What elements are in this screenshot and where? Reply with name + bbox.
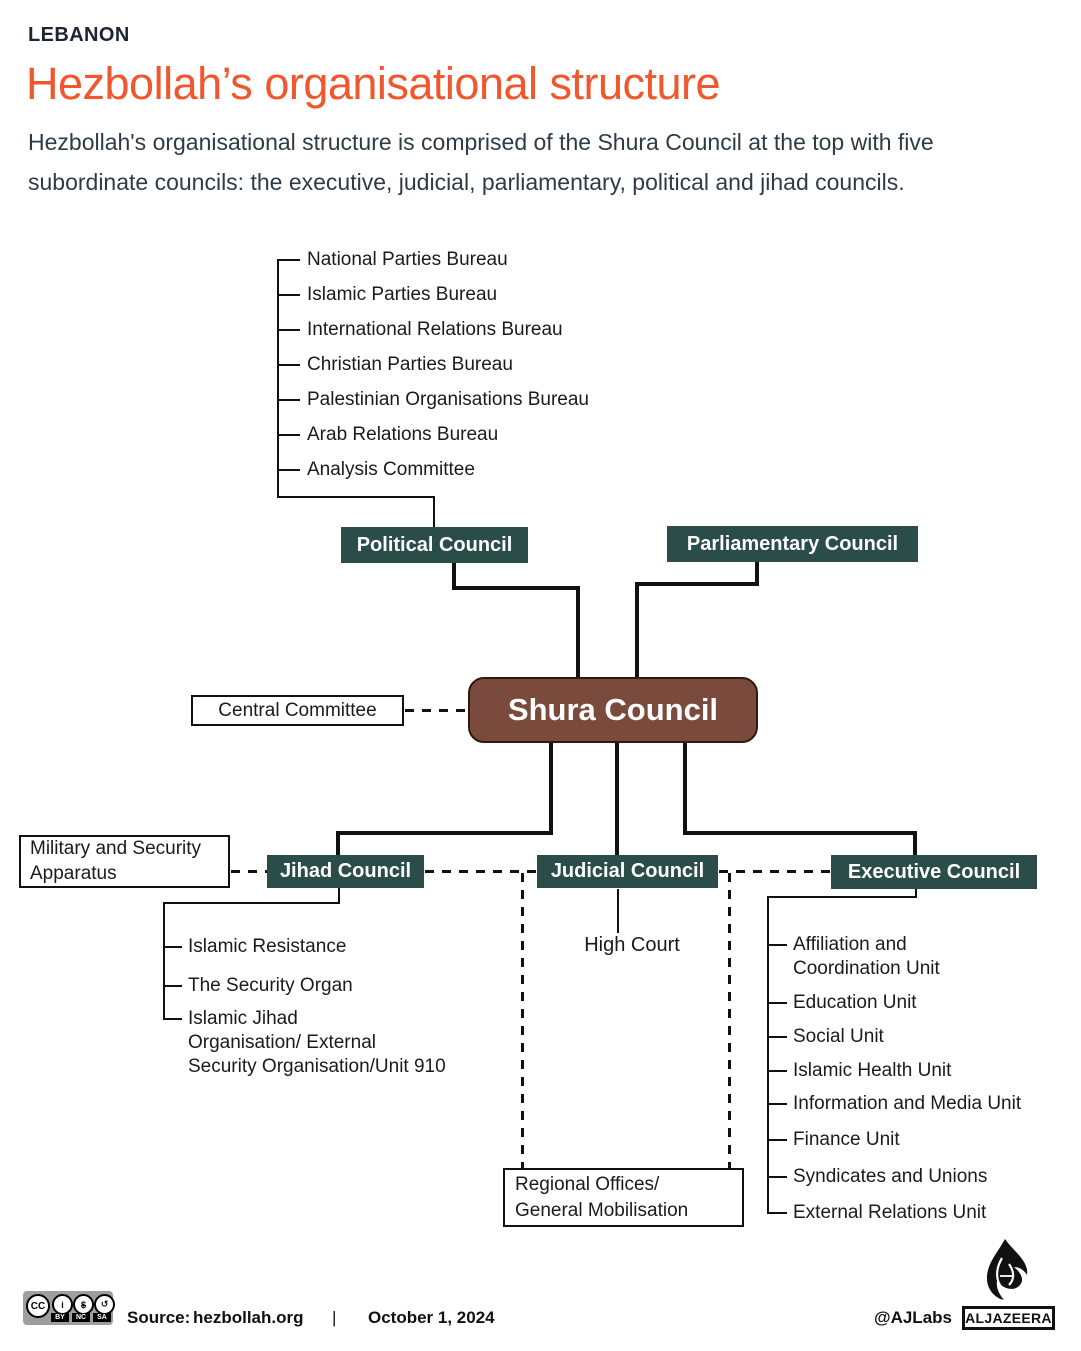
shura-executive-connector: [683, 741, 687, 835]
executive-unit-item: Social Unit: [768, 1025, 1081, 1049]
footer-separator: |: [332, 1308, 337, 1327]
aljazeera-flame-logo-icon: [986, 1239, 1028, 1300]
executive-council-box: Executive Council: [831, 855, 1037, 889]
political-shura-connector: [452, 586, 580, 590]
shura-jihad-connector: [336, 831, 340, 856]
bureau-elbow-drop-line: [433, 496, 435, 527]
cc-nc-icon: $: [73, 1294, 94, 1315]
judicial-council-box: Judicial Council: [537, 855, 718, 888]
shura-executive-connector: [913, 831, 917, 856]
bureau-item: Palestinian Organisations Bureau: [277, 388, 727, 412]
jihad-unit-item: The Security Organ: [163, 974, 518, 998]
ajlabs-credit: @AJLabs: [874, 1308, 952, 1327]
shura-council-box: Shura Council: [468, 677, 758, 743]
executive-unit-item: External Relations Unit: [768, 1201, 1081, 1225]
bureau-item: Arab Relations Bureau: [277, 423, 727, 447]
shura-jihad-connector: [549, 741, 553, 835]
bureau-item: National Parties Bureau: [277, 248, 727, 272]
cc-by-icon: i: [52, 1294, 73, 1315]
executive-unit-item: Education Unit: [768, 991, 1081, 1015]
bureau-item: International Relations Bureau: [277, 318, 727, 342]
jihad-units-spine: [163, 902, 165, 1019]
cc-sa-label: SA: [93, 1313, 111, 1322]
section-kicker: LEBANON: [28, 24, 130, 46]
cc-icon: CC: [26, 1294, 50, 1318]
executive-unit-item: Information and Media Unit: [768, 1092, 1081, 1116]
page-title: Hezbollah’s organisational structure: [26, 58, 721, 109]
central-committee-box: Central Committee: [191, 695, 404, 726]
political-shura-connector: [576, 586, 580, 678]
bureau-spine-line: [277, 259, 279, 498]
parliamentary-shura-connector: [635, 582, 759, 586]
central-committee-dashed-connector: [405, 709, 467, 712]
parliamentary-shura-connector: [635, 582, 639, 678]
executive-units-connector: [915, 889, 917, 898]
executive-units-spine: [767, 896, 769, 1214]
shura-judicial-connector: [615, 741, 619, 856]
jihad-unit-item: Islamic Jihad Organisation/ External Sec…: [163, 1007, 518, 1079]
shura-executive-connector: [683, 831, 917, 835]
regional-offices-dashed-connector-left: [521, 873, 524, 1168]
jihad-council-box: Jihad Council: [267, 855, 424, 888]
publication-date: October 1, 2024: [368, 1308, 495, 1327]
creative-commons-badge: CC i $ ↺ BY NC SA: [23, 1291, 115, 1325]
executive-units-connector: [767, 896, 917, 898]
intro-paragraph: Hezbollah's organisational structure is …: [28, 129, 934, 196]
judicial-highcourt-line: [617, 889, 619, 933]
shura-jihad-connector: [336, 831, 553, 835]
cc-by-label: BY: [51, 1313, 69, 1322]
bureau-item: Islamic Parties Bureau: [277, 283, 727, 307]
source-value: hezbollah.org: [193, 1308, 304, 1327]
aljazeera-wordmark: ALJAZEERA: [962, 1306, 1055, 1330]
jihad-judicial-dashed-connector: [425, 870, 537, 873]
regional-offices-box: Regional Offices/ General Mobilisation: [503, 1168, 744, 1227]
executive-unit-item: Affiliation and Coordination Unit: [768, 933, 1081, 981]
executive-unit-item: Finance Unit: [768, 1128, 1081, 1152]
cc-sa-icon: ↺: [94, 1294, 115, 1315]
jihad-units-connector: [163, 902, 340, 904]
parliamentary-council-box: Parliamentary Council: [667, 526, 918, 562]
bureau-item: Analysis Committee: [277, 458, 727, 482]
cc-nc-label: NC: [72, 1313, 90, 1322]
regional-offices-dashed-connector-right: [728, 873, 731, 1168]
military-security-apparatus-box: Military and Security Apparatus: [19, 835, 230, 888]
jihad-units-connector: [338, 888, 340, 904]
political-shura-connector: [452, 563, 456, 590]
bureau-item: Christian Parties Bureau: [277, 353, 727, 377]
jihad-unit-item: Islamic Resistance: [163, 935, 518, 959]
military-jihad-dashed-connector: [231, 870, 267, 873]
bureau-elbow-line: [277, 496, 435, 498]
executive-unit-item: Islamic Health Unit: [768, 1059, 1081, 1083]
high-court-label: High Court: [584, 934, 680, 956]
political-council-box: Political Council: [341, 527, 528, 563]
parliamentary-shura-connector: [755, 562, 759, 586]
judicial-executive-dashed-connector: [719, 870, 831, 873]
source-label: Source:: [127, 1308, 191, 1327]
executive-unit-item: Syndicates and Unions: [768, 1165, 1081, 1189]
